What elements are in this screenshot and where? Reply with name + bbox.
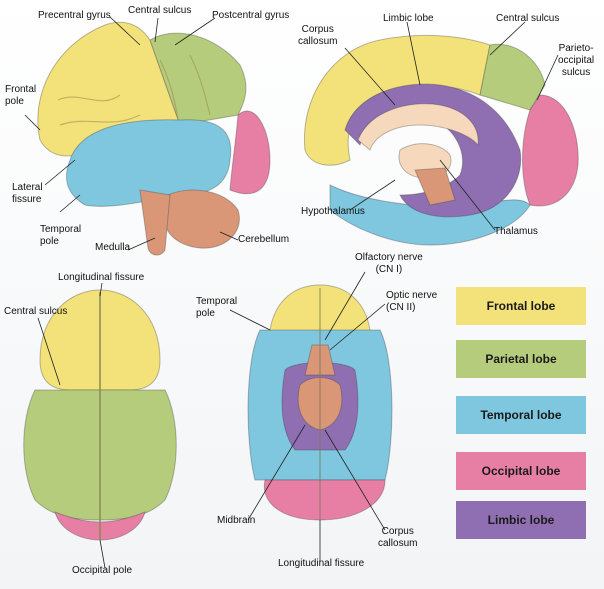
label-temporal-pole-lateral: Temporal pole [40,224,82,247]
legend-temporal-lobe: Temporal lobe [456,396,586,434]
label-central-sulcus-lateral: Central sulcus [128,5,192,16]
label-corpus-callosum-inferior: Corpus callosum [378,526,418,549]
label-medulla: Medulla [95,242,131,253]
medial-occipital-lobe [522,94,579,207]
legend-limbic-lobe: Limbic lobe [456,501,586,539]
legend-parietal-lobe: Parietal lobe [456,340,586,378]
label-central-sulcus-superior: Central sulcus [4,306,68,317]
medial-frontal-lobe [303,34,491,166]
label-longitudinal-fissure-superior: Longitudinal fissure [58,272,145,283]
lateral-cerebellum [164,189,240,249]
lateral-parietal-lobe [149,32,247,126]
medial-brainstem [414,167,456,206]
label-parieto-occipital-sulcus: Parieto- occipital sulcus [558,43,595,78]
label-limbic-lobe: Limbic lobe [383,13,434,24]
lateral-view [37,21,271,256]
medial-view [303,34,579,246]
lateral-occipital-lobe [229,110,271,195]
label-occipital-pole: Occipital pole [72,565,133,576]
lateral-medulla [139,189,171,256]
label-lateral-fissure: Lateral fissure [12,182,43,205]
label-midbrain: Midbrain [217,515,256,526]
label-frontal-pole: Frontal pole [5,84,37,107]
label-postcentral-gyrus: Postcentral gyrus [212,10,290,21]
label-central-sulcus-medial: Central sulcus [496,13,560,24]
medial-corpus-callosum [357,103,479,151]
legend-frontal-lobe: Frontal lobe [456,287,586,325]
label-precentral-gyrus: Precentral gyrus [38,10,111,21]
label-hypothalamus: Hypothalamus [301,206,365,217]
superior-view [23,289,177,541]
lateral-temporal-lobe [66,119,232,207]
leader-lines [24,16,559,569]
label-thalamus: Thalamus [494,226,538,237]
label-corpus-callosum-medial: Corpus callosum [298,24,338,47]
label-optic-nerve: Optic nerve (CN II) [386,290,438,313]
label-olfactory-nerve: Olfactory nerve (CN I) [355,252,423,275]
label-cerebellum: Cerebellum [238,234,290,245]
medial-parietal-lobe [479,43,546,111]
inferior-view [247,284,393,521]
label-longitudinal-fissure-inferior: Longitudinal fissure [278,558,365,569]
label-temporal-pole-inferior: Temporal pole [196,296,238,319]
legend-occipital-lobe: Occipital lobe [456,452,586,490]
